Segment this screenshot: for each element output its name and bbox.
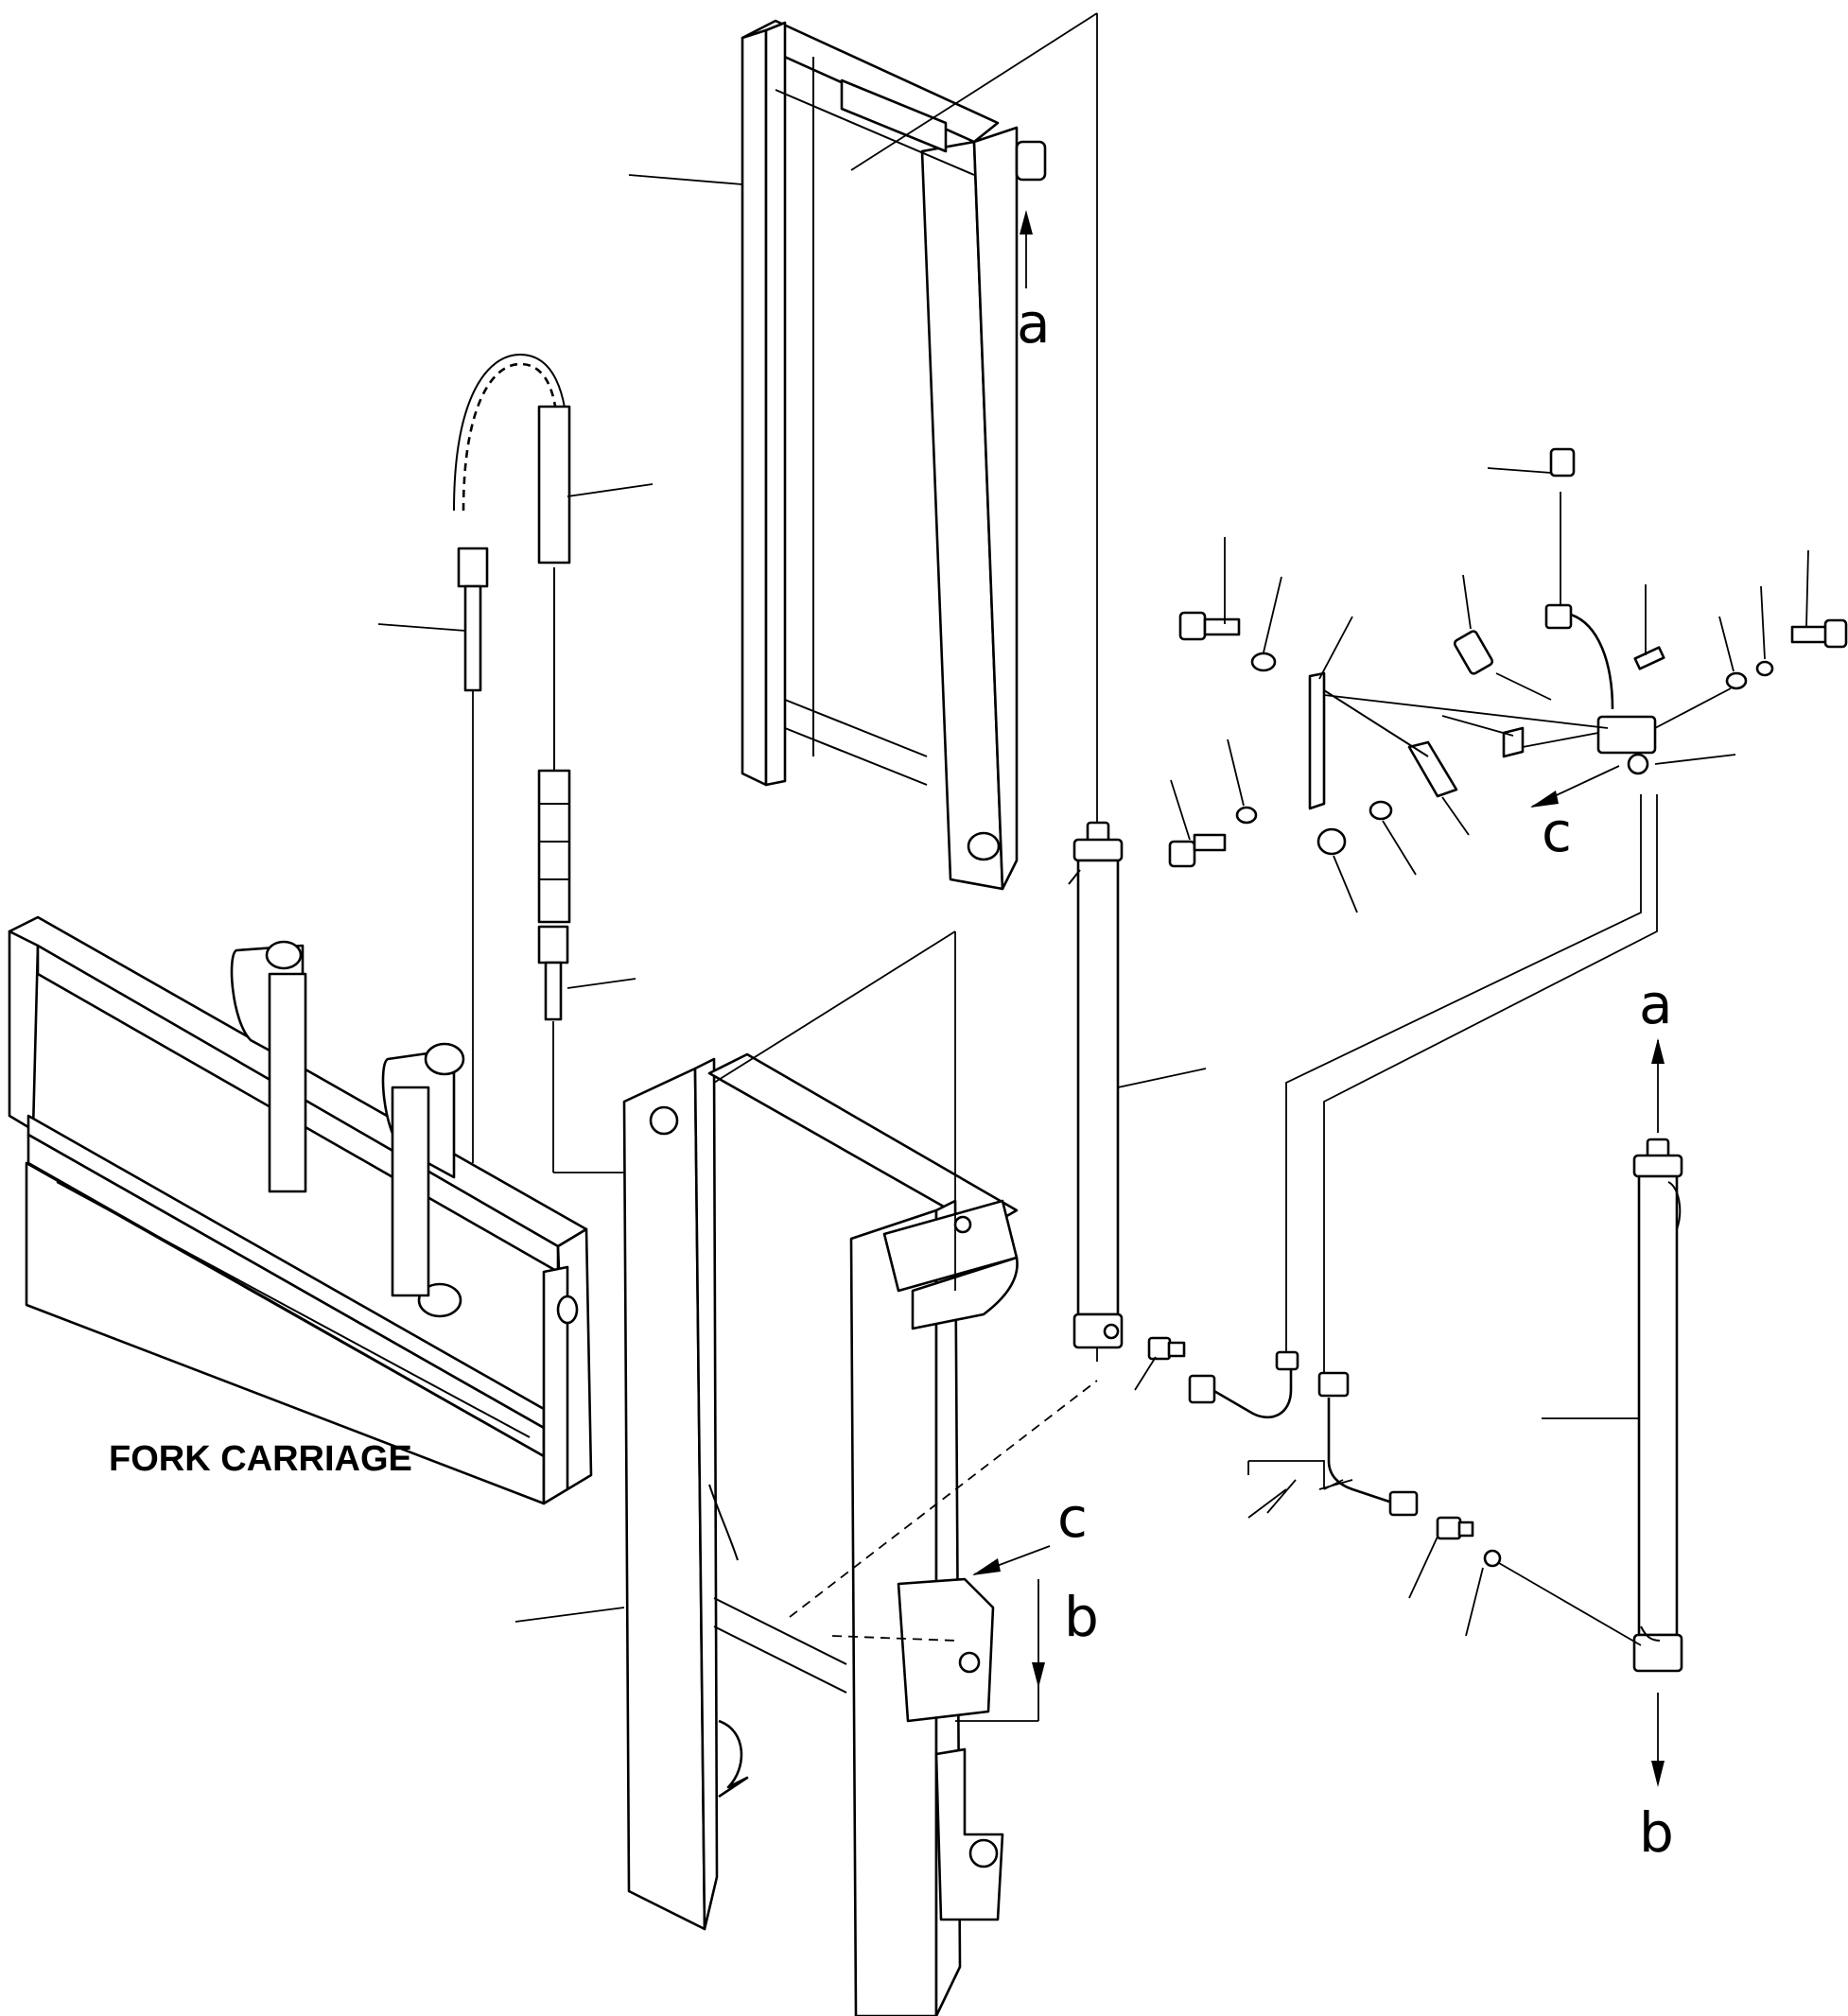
arrow-c-valve: c: [1530, 765, 1620, 864]
reference-letter-a-right: a: [1639, 972, 1673, 1036]
leader-o-ring: [1465, 1567, 1484, 1637]
leader-washer-r1: [1718, 616, 1735, 672]
leader-washer-mid: [1382, 820, 1417, 876]
leader-chain: [567, 483, 654, 497]
leader-valve-to-washer: [1654, 687, 1732, 729]
leader-hose-b: [1318, 1479, 1353, 1490]
leader-breather: [1487, 467, 1552, 474]
leader-anchor-upper: [377, 623, 466, 632]
outer-mast: [622, 1052, 1019, 2016]
reference-letter-b-right: b: [1639, 1800, 1674, 1865]
leader-hoses: [1247, 1460, 1344, 1519]
fork-carriage: [8, 915, 593, 1505]
arrow-c-mast: c: [972, 1486, 1088, 1575]
leader-clip: [1441, 715, 1514, 737]
reference-letter-b: b: [1064, 1585, 1099, 1649]
leader-nut: [1333, 855, 1358, 913]
leader-anchor-lower: [567, 978, 636, 989]
leader-clip-to-valve: [1522, 732, 1599, 748]
leader-hose-a: [1266, 1479, 1297, 1514]
leader-inner-mast-top: [850, 12, 1098, 171]
lift-cylinder-left: [1068, 821, 1124, 1349]
leader-washer-lower: [1227, 739, 1245, 807]
leader-cylinder-left: [1117, 1068, 1207, 1088]
leader-valve: [1462, 574, 1472, 630]
lift-chain: [453, 353, 571, 924]
inner-mast: [741, 19, 1047, 891]
dashed-center-line: [789, 1380, 1098, 1618]
reference-letter-c-valve: c: [1542, 800, 1572, 864]
reference-letter-c: c: [1057, 1486, 1088, 1550]
arrow-b-mast: b: [955, 1579, 1099, 1722]
chain-anchor-bolt-lower: [537, 925, 643, 1173]
leader-fitting-right: [1408, 1536, 1438, 1599]
arrow-a-top: a: [1017, 210, 1051, 356]
leader-bracket-to-valve: [1323, 694, 1609, 729]
leader-bolt-lower: [1170, 779, 1191, 841]
arrow-b-right: b: [1639, 1693, 1674, 1865]
leader-plate: [1441, 796, 1470, 836]
chain-anchor-bolt-upper: [457, 547, 489, 1163]
leader-fitting-left: [1134, 1356, 1157, 1391]
hydraulic-hoses: [1147, 794, 1658, 1646]
reference-letter-a: a: [1017, 291, 1051, 356]
leader-inner-mast: [628, 174, 743, 185]
leader-washer-r2: [1760, 585, 1766, 660]
valve-bracket-assembly: [1168, 447, 1848, 868]
arrow-a-right: a: [1639, 972, 1673, 1133]
leader-bracket: [1318, 616, 1353, 680]
leader-outer-mast: [514, 1607, 625, 1623]
leader-valve-plug: [1495, 672, 1552, 701]
lift-cylinder-right: [1632, 1138, 1683, 1673]
fork-carriage-label: FORK CARRIAGE: [109, 1439, 412, 1479]
dashed-hole-line: [831, 1635, 956, 1642]
leader-bolt-right: [1805, 549, 1809, 628]
leader-washer-top: [1263, 576, 1282, 653]
leader-outer-mast-top: [713, 930, 956, 1084]
leader-valve-body: [1654, 754, 1736, 765]
